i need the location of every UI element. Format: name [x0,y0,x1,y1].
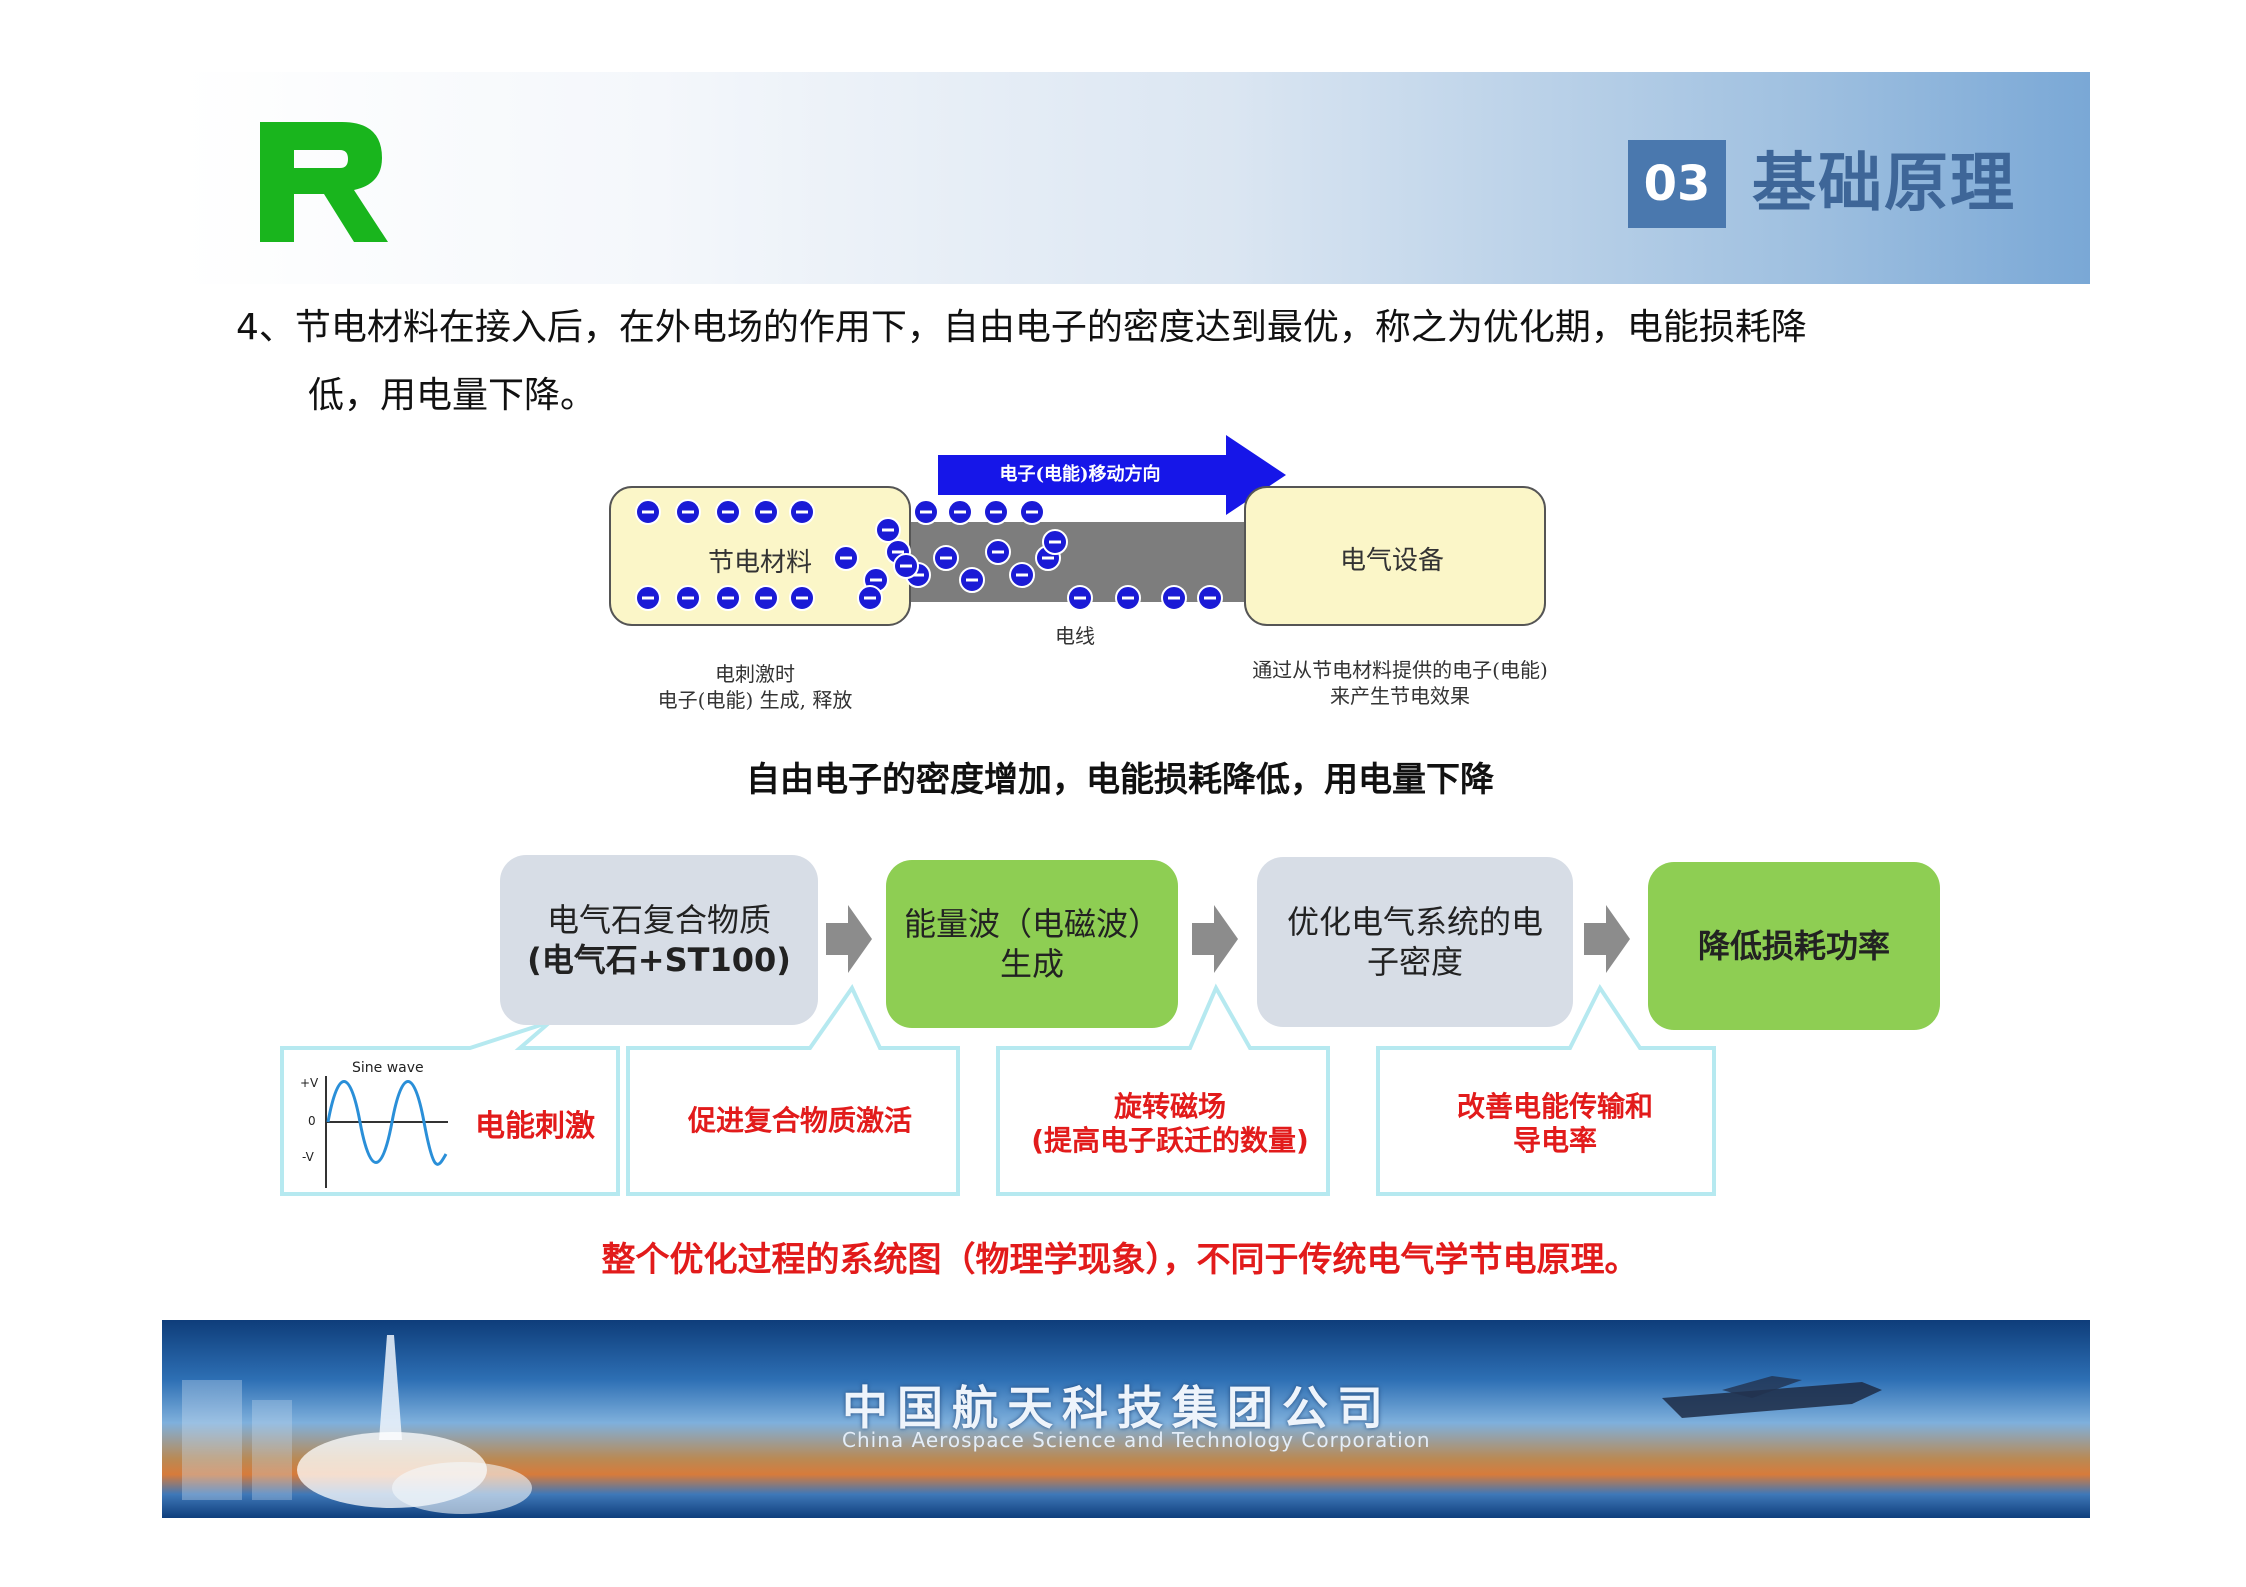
process-step-2: 能量波（电磁波） 生成 [886,860,1178,1028]
wire-label: 电线 [1055,624,1095,648]
step-2-line-2: 生成 [999,945,1064,983]
electron-group [635,499,1223,611]
callout-outline-3 [996,983,1330,1196]
callout-4-line-2: 导电率 [1512,1124,1597,1157]
step-arrow-1 [826,905,872,973]
callout-1: 电能刺激 [475,1109,595,1144]
callout-3-line-2: (提高电子跃迁的数量) [1031,1124,1309,1157]
point-line-2: 低，用电量下降。 [308,375,597,416]
step-1-line-2: (电气石+ST100) [527,941,791,979]
left-box-label: 节电材料 [707,548,812,578]
sine-axis-top: +V [300,1076,319,1090]
right-caption-1: 通过从节电材料提供的电子(电能) [1252,658,1548,682]
footer-banner: 中国航天科技集团公司 China Aerospace Science and T… [162,1320,2090,1518]
callout-outline-2 [626,984,960,1196]
callout-2: 促进复合物质激活 [687,1104,912,1137]
right-box [1244,486,1546,626]
callout-3: 旋转磁场 (提高电子跃迁的数量) [1010,1090,1330,1158]
callout-3-line-1: 旋转磁场 [1113,1090,1226,1123]
callout-outline-4 [1376,984,1716,1196]
step-arrow-3 [1584,905,1630,973]
process-step-1: 电气石复合物质 (电气石+ST100) [500,855,818,1025]
left-caption-1: 电刺激时 [715,662,795,686]
arrow-label: 电子(电能)移动方向 [999,464,1161,485]
direction-arrow [938,435,1286,515]
right-caption-2: 来产生节电效果 [1330,684,1470,708]
process-step-4: 降低损耗功率 [1648,862,1940,1030]
step-2-line-1: 能量波（电磁波） [903,905,1160,943]
section-number: 03 [1628,140,1726,228]
company-logo [260,122,388,242]
callout-4: 改善电能传输和 导电率 [1390,1090,1720,1158]
step-3-line-2: 子密度 [1366,943,1463,981]
footer-company-en: China Aerospace Science and Technology C… [842,1428,1431,1452]
step-1-line-1: 电气石复合物质 [546,901,771,939]
left-caption-2: 电子(电能) 生成, 释放 [657,688,853,712]
section-title: 基础原理 [1752,147,2016,221]
callout-4-line-1: 改善电能传输和 [1456,1090,1653,1123]
sine-wave-label: Sine wave [352,1060,424,1076]
sine-axis-mid: 0 [308,1114,316,1128]
header-band [180,72,2090,284]
diagram-heading: 自由电子的密度增加，电能损耗降低，用电量下降 [746,760,1494,800]
process-step-3: 优化电气系统的电 子密度 [1257,857,1573,1027]
step-arrow-2 [1192,905,1238,973]
point-line-1: 4、节电材料在接入后，在外电场的作用下，自由电子的密度达到最优，称之为优化期，电… [236,307,1807,348]
callout-outlines [280,983,1716,1196]
sine-wave-figure [325,1076,448,1188]
right-box-label: 电气设备 [1339,546,1444,576]
step-3-line-1: 优化电气系统的电 [1286,903,1543,941]
summary-text: 整个优化过程的系统图（物理学现象），不同于传统电气学节电原理。 [601,1240,1639,1280]
step-4-line-1: 降低损耗功率 [1697,927,1890,965]
sine-axis-bottom: -V [302,1150,314,1164]
electron-flow-diagram [609,435,1546,626]
footer-scenery [182,1335,1882,1514]
footer-company-cn: 中国航天科技集团公司 [842,1381,1392,1435]
